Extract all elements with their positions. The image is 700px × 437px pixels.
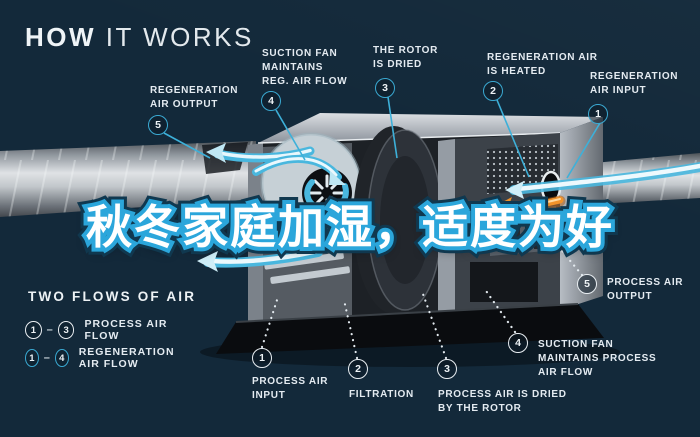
callout-label-process-input: PROCESS AIR INPUT — [252, 376, 329, 401]
page-title: HOW IT WORKS — [25, 22, 254, 53]
step-badge-regeneration-5: 5 — [148, 115, 168, 135]
callout-label-filtration: FILTRATION — [349, 389, 414, 400]
process-leader-lines — [260, 249, 584, 360]
unit-base — [216, 303, 604, 354]
heated-air-arrow — [497, 195, 566, 213]
divider-wall — [438, 139, 455, 320]
legend-label-process: PROCESS AIR FLOW — [84, 318, 168, 342]
callout-label-regeneration-input: REGENERATION AIR INPUT — [590, 71, 679, 96]
headline-overlay: 秋冬家庭加湿，适度为好 秋冬家庭加湿，适度为好 秋冬家庭加湿，适度为好 — [79, 191, 619, 260]
step-badge-process-1: 1 — [252, 348, 272, 368]
legend-badge-from: 1 — [25, 321, 42, 339]
step-badge-process-4: 4 — [508, 333, 528, 353]
process-output-arrow — [197, 247, 323, 272]
callout-label-process-dried: PROCESS AIR IS DRIED BY THE ROTOR — [438, 389, 567, 414]
callout-label-regeneration-output: REGENERATION AIR OUTPUT — [150, 85, 239, 110]
step-badge-regeneration-1: 1 — [588, 104, 608, 124]
callout-label-process-output: PROCESS AIR OUTPUT — [607, 277, 684, 302]
regeneration-input-arrow — [505, 162, 700, 199]
step-badge-regeneration-2: 2 — [483, 81, 503, 101]
legend-row-process: 1 – 3 PROCESS AIR FLOW — [25, 318, 196, 342]
rotor — [353, 126, 443, 314]
unit-top-face — [258, 113, 603, 143]
step-badge-process-3: 3 — [437, 359, 457, 379]
regeneration-leader-lines — [163, 96, 601, 179]
legend-row-regeneration: 1 – 4 REGENERATION AIR FLOW — [25, 346, 196, 370]
step-badge-process-5: 5 — [577, 274, 597, 294]
heater-grille — [487, 144, 558, 194]
legend-range-dash: – — [46, 324, 53, 336]
callout-label-rotor-dried: THE ROTOR IS DRIED — [373, 45, 439, 70]
headline-stroke-outer: 秋冬家庭加湿，适度为好 — [79, 194, 619, 260]
legend-title: TWO FLOWS OF AIR — [28, 289, 197, 304]
callout-label-regeneration-heated: REGENERATION AIR IS HEATED — [487, 52, 598, 77]
page-title-light: IT WORKS — [96, 22, 254, 52]
headline-text: 秋冬家庭加湿，适度为好 — [86, 201, 614, 253]
legend-label-regeneration: REGENERATION AIR FLOW — [78, 346, 175, 370]
internal-motor — [470, 262, 538, 302]
step-badge-regeneration-3: 3 — [375, 78, 395, 98]
legend-range-dash: – — [43, 352, 50, 364]
legend-badge-from: 1 — [25, 349, 39, 367]
unit-left-wall — [248, 143, 263, 328]
legend-badge-to: 4 — [54, 349, 69, 367]
legend: TWO FLOWS OF AIR 1 – 3 PROCESS AIR FLOW … — [25, 289, 197, 370]
headline-stroke-mid: 秋冬家庭加湿，适度为好 — [82, 197, 616, 257]
fan-intake-arrow — [252, 155, 349, 213]
heater-coils — [490, 206, 556, 256]
legend-badge-to: 3 — [57, 321, 75, 339]
page-title-bold: HOW — [25, 22, 97, 52]
step-badge-regeneration-4: 4 — [261, 91, 281, 111]
filter-slats — [264, 252, 350, 284]
callout-label-process-suction-fan: SUCTION FAN MAINTAINS PROCESS AIR FLOW — [538, 339, 657, 378]
callout-label-regeneration-suction-fan: SUCTION FAN MAINTAINS REG. AIR FLOW — [262, 48, 348, 87]
step-badge-process-2: 2 — [348, 359, 368, 379]
